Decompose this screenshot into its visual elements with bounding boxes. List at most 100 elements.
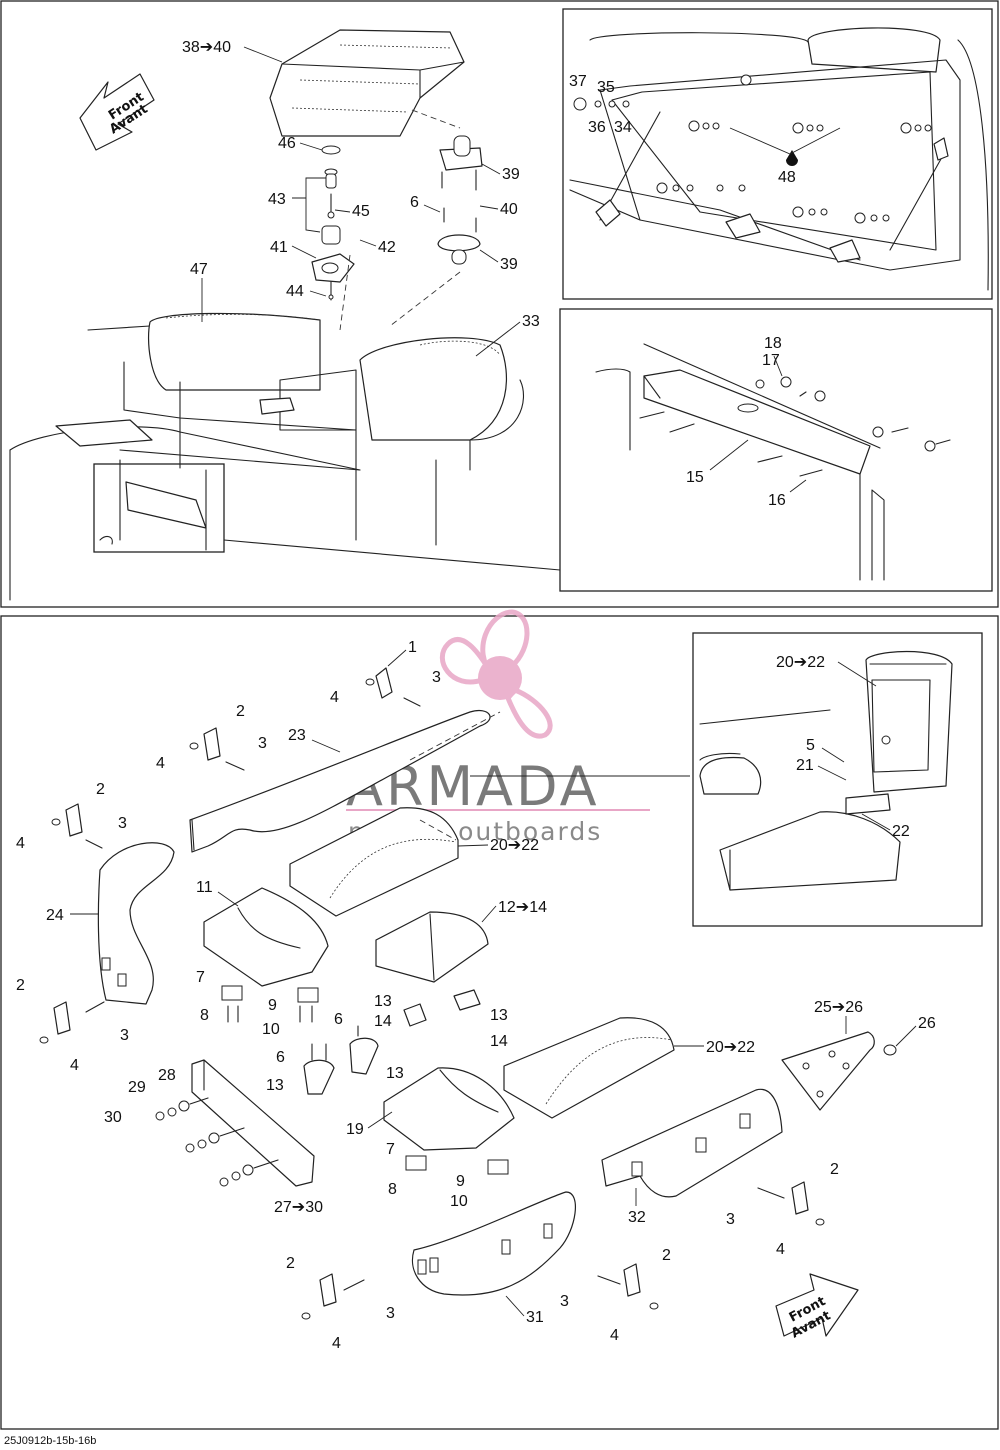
callout-12-14: 12➔14 (498, 899, 547, 916)
callout-16: 16 (768, 492, 786, 509)
callout-27-30: 27➔30 (274, 1199, 323, 1216)
callout-7b: 7 (386, 1141, 395, 1158)
callout-31: 31 (526, 1309, 544, 1326)
armada-logo (440, 609, 553, 739)
callout-10a: 10 (262, 1021, 280, 1038)
callout-13b: 13 (490, 1007, 508, 1024)
callout-13c: 13 (266, 1077, 284, 1094)
callout-17: 17 (762, 352, 780, 369)
callout-6a: 6 (334, 1011, 343, 1028)
callout-19: 19 (346, 1121, 364, 1138)
inset-bottom-right-frame (692, 632, 983, 927)
drawing-code: 25J0912b-15b-16b (4, 1435, 96, 1447)
callout-2a: 2 (236, 703, 245, 720)
callout-21: 21 (796, 757, 814, 774)
callout-33: 33 (522, 313, 540, 330)
front-arrow-bottom: Front Avant (775, 1273, 859, 1342)
callout-40: 40 (500, 201, 518, 218)
bottom-callouts: 1 3 4 2 23 3 4 2 3 4 20➔22 11 24 12➔14 7… (16, 639, 936, 1352)
inset-mid-right-frame (559, 308, 993, 592)
engine-cover-inset (569, 27, 989, 291)
cushion-11 (203, 887, 329, 1023)
callout-24: 24 (46, 907, 64, 924)
callout-28: 28 (158, 1067, 176, 1084)
callout-2e: 2 (662, 1247, 671, 1264)
callout-18: 18 (764, 335, 782, 352)
callout-9a: 9 (268, 997, 277, 1014)
callout-3g: 3 (386, 1305, 395, 1322)
bracket-25-26 (781, 1031, 897, 1111)
callout-4f: 4 (610, 1327, 619, 1344)
callout-20-22a: 20➔22 (490, 837, 539, 854)
callout-22: 22 (892, 823, 910, 840)
hardware-column-left (311, 145, 355, 301)
callout-4e: 4 (776, 1241, 785, 1258)
callout-4g: 4 (332, 1335, 341, 1352)
callout-3a: 3 (432, 669, 441, 686)
callout-9b: 9 (456, 1173, 465, 1190)
side-panel-31 (412, 1191, 576, 1296)
callout-20-22b: 20➔22 (706, 1039, 755, 1056)
front-arrow-top: Front Avant (79, 73, 155, 151)
callout-2f: 2 (286, 1255, 295, 1272)
detail-box (93, 463, 225, 553)
callout-34: 34 (614, 119, 632, 136)
callout-3c: 3 (118, 815, 127, 832)
callout-44: 44 (286, 283, 304, 300)
top-callouts: 38➔40 46 39 43 45 6 40 41 42 39 47 44 33 (182, 39, 540, 357)
callout-10b: 10 (450, 1193, 468, 1210)
hardware-6-13 (303, 1025, 379, 1095)
callout-25-26: 25➔26 (814, 999, 863, 1016)
callout-48: 48 (778, 169, 796, 186)
rail-inset (595, 343, 951, 581)
seat-cushion-right (503, 1017, 675, 1119)
backrest-inset (699, 650, 953, 891)
callout-35: 35 (597, 79, 615, 96)
callout-13d: 13 (386, 1065, 404, 1082)
callout-14a: 14 (374, 1013, 392, 1030)
callout-3d: 3 (120, 1027, 129, 1044)
callout-4c: 4 (16, 835, 25, 852)
callout-46: 46 (278, 135, 296, 152)
callout-2b: 2 (96, 781, 105, 798)
inset-top-right-frame (562, 8, 993, 300)
rail-27-30 (155, 1059, 315, 1187)
callout-5: 5 (806, 737, 815, 754)
seat-cushion-center (289, 807, 459, 917)
callout-4a: 4 (330, 689, 339, 706)
backrest-cushion (269, 29, 465, 137)
side-panel-24 (97, 842, 175, 1005)
callout-2c: 2 (16, 977, 25, 994)
side-panel-32 (601, 1088, 783, 1198)
long-armrest (189, 710, 491, 853)
callout-23: 23 (288, 727, 306, 744)
callout-43: 43 (268, 191, 286, 208)
callout-11: 11 (196, 879, 213, 896)
callout-8a: 8 (200, 1007, 209, 1024)
callout-29: 29 (128, 1079, 146, 1096)
callout-2d: 2 (830, 1161, 839, 1178)
callout-39b: 39 (500, 256, 518, 273)
callout-26: 26 (918, 1015, 936, 1032)
callout-14b: 14 (490, 1033, 508, 1050)
callout-42: 42 (378, 239, 396, 256)
callout-3e: 3 (726, 1211, 735, 1228)
cushion-12-14 (375, 911, 489, 1027)
callout-7a: 7 (196, 969, 205, 986)
callout-6-top: 6 (410, 194, 419, 211)
callout-38-40: 38➔40 (182, 39, 231, 56)
callout-37: 37 (569, 73, 587, 90)
callout-45: 45 (352, 203, 370, 220)
callout-39a: 39 (502, 166, 520, 183)
seat-base (9, 312, 524, 601)
callout-3b: 3 (258, 735, 267, 752)
callout-32: 32 (628, 1209, 646, 1226)
callout-36: 36 (588, 119, 606, 136)
callout-41: 41 (270, 239, 288, 256)
callout-8b: 8 (388, 1181, 397, 1198)
clip-hardware (39, 667, 825, 1320)
callout-20-22-inset: 20➔22 (776, 654, 825, 671)
callout-13a: 13 (374, 993, 392, 1010)
hardware-column-right (437, 135, 483, 265)
